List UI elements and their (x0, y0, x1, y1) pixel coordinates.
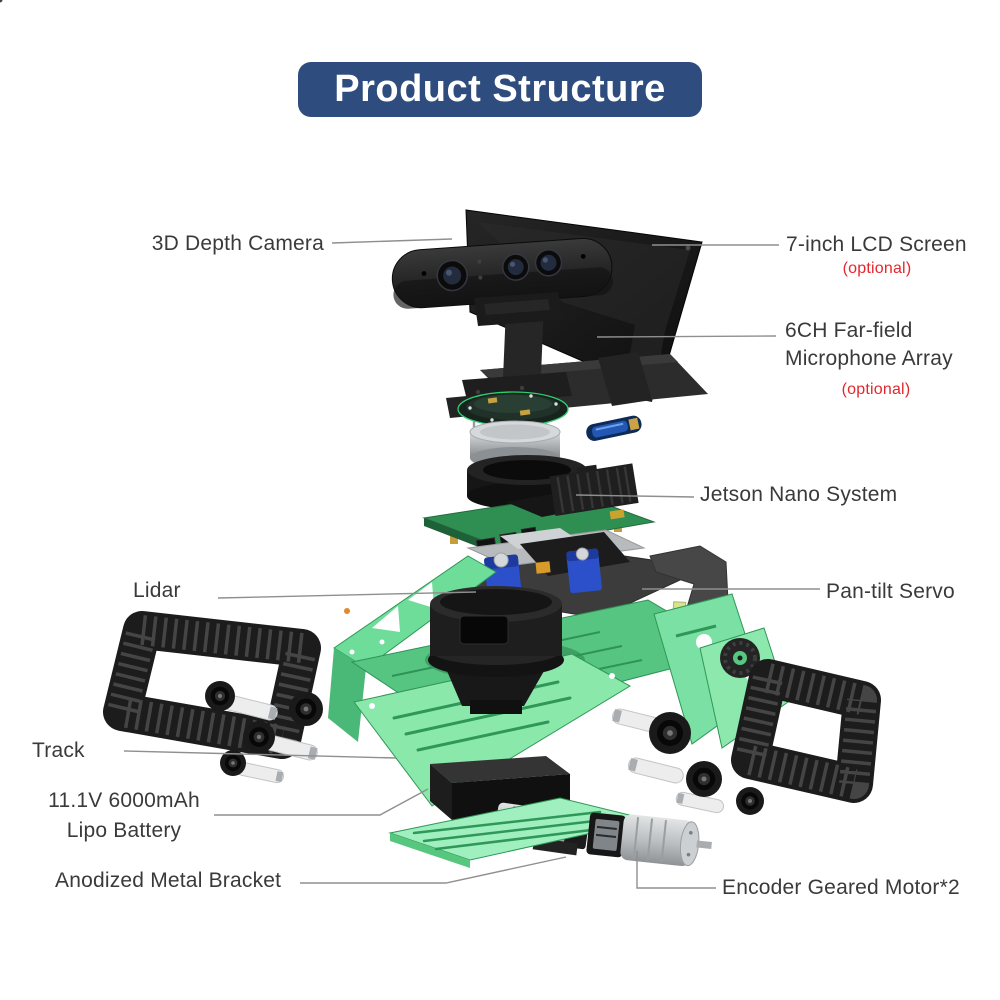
page-title-text: Product Structure (334, 68, 666, 110)
mic-optional-note: (optional) (841, 381, 911, 398)
track-wheel (289, 692, 323, 726)
leader-lidar (217, 591, 477, 599)
lidar-part (428, 586, 564, 714)
track-wheel (243, 721, 275, 753)
usb-dongle-part (586, 415, 642, 441)
track-wheel (736, 787, 764, 815)
label-3d-depth-camera: 3D Depth Camera (151, 232, 324, 255)
leader-bracket (300, 856, 567, 884)
label-lcd-screen: 7-inch LCD Screen (optional) (786, 231, 968, 280)
leader-motor (636, 851, 716, 889)
label-lidar: Lidar (133, 579, 181, 602)
label-mic-array: 6CH Far-field Microphone Array (optional… (785, 317, 967, 401)
page-title: Product Structure (298, 62, 702, 117)
label-encoder-motor: Encoder Geared Motor*2 (722, 876, 960, 899)
leader-jetson (575, 494, 695, 498)
track-wheel (686, 761, 722, 797)
right-track-part (731, 659, 881, 803)
encoder-motor-part (586, 812, 712, 867)
battery-part (430, 756, 570, 820)
label-pan-tilt-servo: Pan-tilt Servo (826, 580, 955, 603)
track-wheel (205, 681, 235, 711)
jetson-nano-part (422, 463, 656, 556)
label-metal-bracket: Anodized Metal Bracket (55, 869, 282, 892)
leader-lines (123, 238, 820, 889)
metal-bracket-part (388, 797, 651, 868)
label-lipo-battery: 11.1V 6000mAh Lipo Battery (48, 789, 200, 842)
lcd-optional-note: (optional) (842, 260, 912, 277)
leader-track (123, 750, 397, 759)
pan-tilt-servo-part (466, 528, 646, 604)
leader-depth-camera (331, 238, 453, 244)
left-wheels-part (205, 681, 323, 784)
label-jetson-nano: Jetson Nano System (700, 483, 898, 506)
label-track: Track (32, 739, 85, 762)
leader-battery (214, 788, 429, 816)
leader-mic-array (596, 335, 777, 338)
right-wheels-part (611, 708, 764, 815)
track-wheel (649, 712, 691, 754)
track-wheel (220, 750, 246, 776)
depth-camera-part (391, 237, 613, 326)
